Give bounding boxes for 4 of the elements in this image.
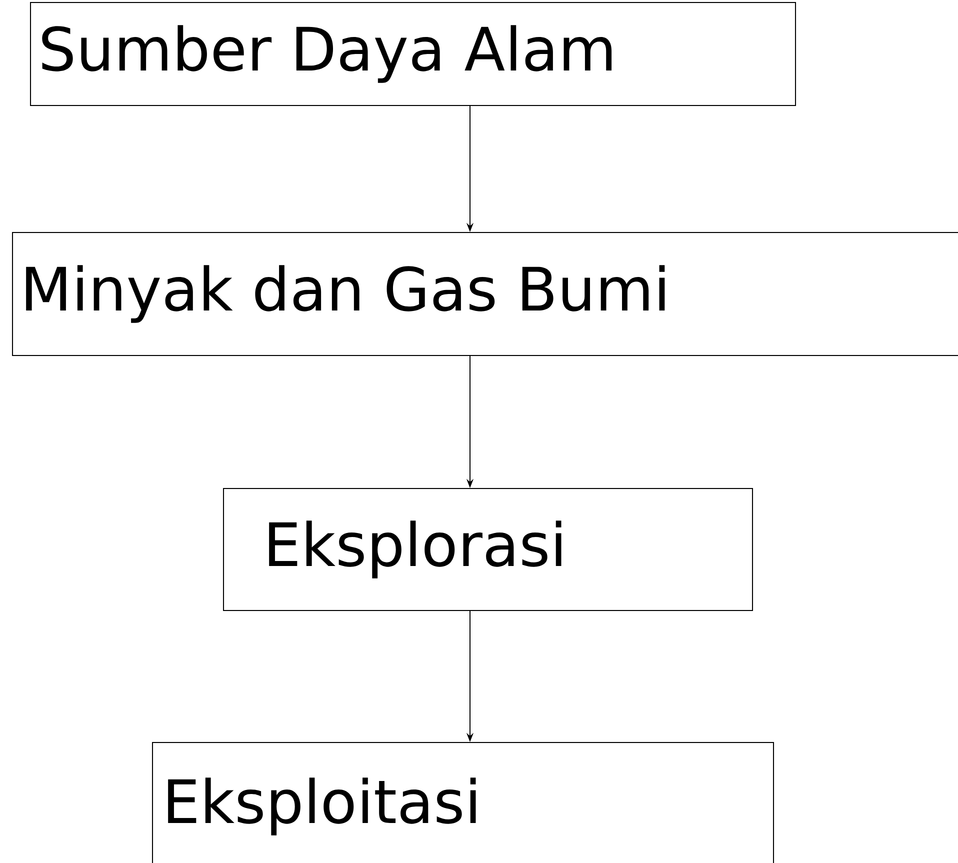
process-box: Eksploitasi <box>152 742 774 863</box>
process-box: Minyak dan Gas Bumi <box>12 232 958 356</box>
process-box: Eksplorasi <box>223 488 753 611</box>
process-box: Sumber Daya Alam <box>30 2 796 106</box>
